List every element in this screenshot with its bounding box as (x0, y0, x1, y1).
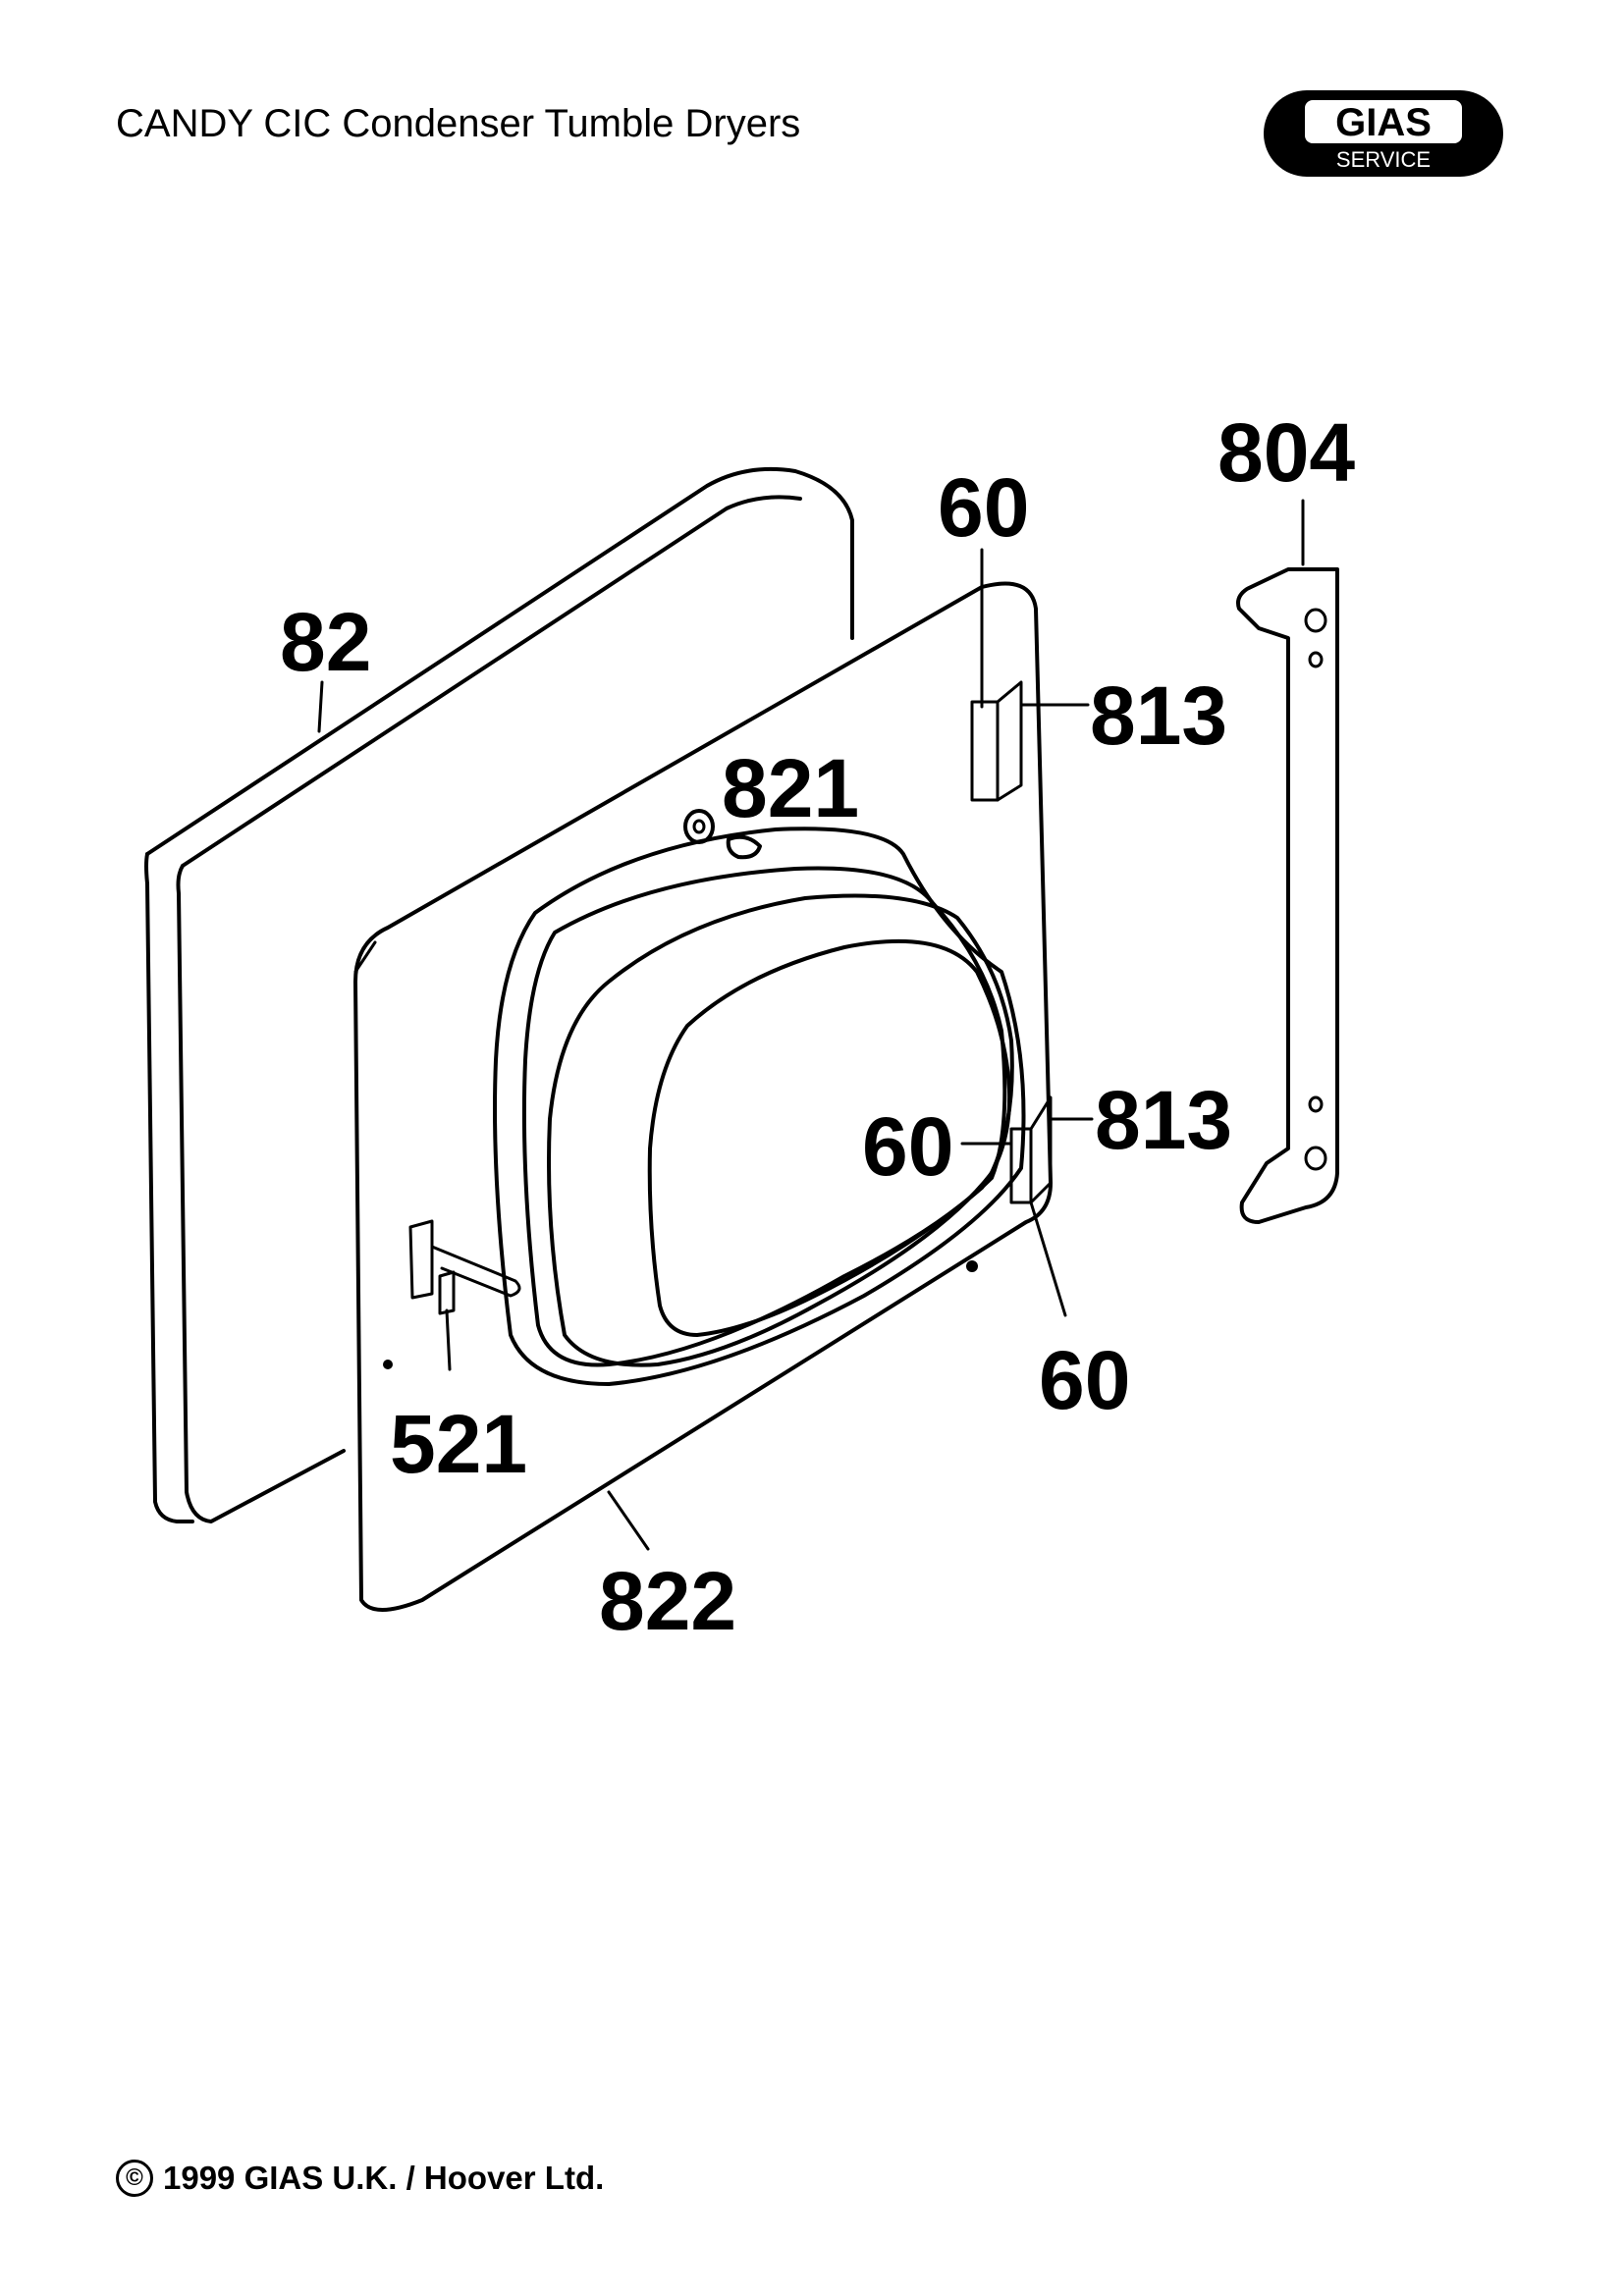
door-outer-panel (144, 466, 854, 1523)
hinge-insert-bottom (1009, 1095, 1053, 1204)
door-catch (383, 1219, 978, 1369)
hinge-insert-top (970, 680, 1023, 802)
callout-60-mid: 60 (862, 1100, 953, 1193)
lock-nut (683, 809, 762, 860)
copyright-icon: © (116, 2160, 153, 2197)
copyright-text: 1999 GIAS U.K. / Hoover Ltd. (163, 2160, 605, 2196)
callout-521: 521 (390, 1398, 527, 1490)
logo-sub: SERVICE (1336, 147, 1431, 172)
gias-service-logo: GIAS SERVICE (1260, 86, 1507, 181)
callout-60-bottom: 60 (1039, 1334, 1130, 1426)
callout-813-top: 813 (1090, 669, 1227, 762)
callout-82: 82 (280, 596, 371, 688)
callout-821: 821 (722, 742, 859, 834)
logo-brand: GIAS (1335, 101, 1432, 144)
callout-822: 822 (599, 1555, 736, 1647)
leader-lines (317, 499, 1305, 1551)
callout-60-top: 60 (938, 461, 1029, 554)
door-inner-panel (353, 581, 1053, 1612)
callout-813-bottom: 813 (1095, 1074, 1232, 1166)
callout-804: 804 (1217, 406, 1355, 499)
page-title: CANDY CIC Condenser Tumble Dryers (116, 102, 801, 145)
door-porthole (493, 827, 1026, 1386)
hinge-plate (1236, 567, 1339, 1224)
copyright-footer: © 1999 GIAS U.K. / Hoover Ltd. (116, 2160, 604, 2197)
